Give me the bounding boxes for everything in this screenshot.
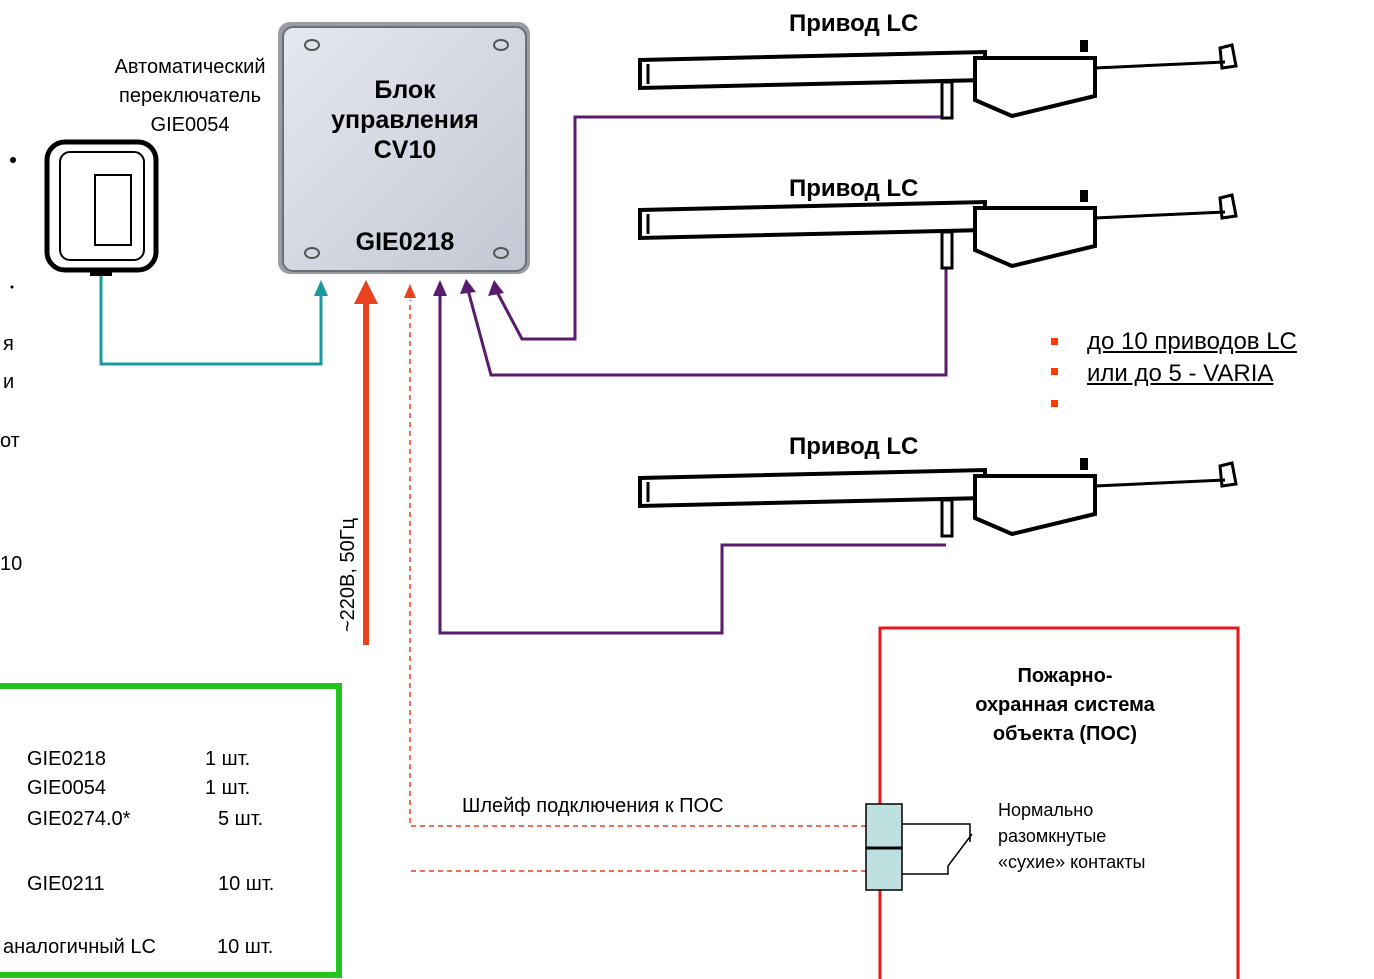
actuator-label-3: Привод LC bbox=[789, 433, 919, 460]
actuator-wire-arrows bbox=[433, 279, 504, 296]
contacts-label: Нормально разомкнутые «сухие» контакты bbox=[998, 797, 1145, 875]
control-unit-box bbox=[278, 22, 530, 274]
left-fragment-2: и bbox=[3, 371, 15, 393]
spec-code-2: GIE0054 bbox=[27, 777, 106, 799]
spec-qty-5: 10 шт. bbox=[217, 936, 274, 958]
spec-code-4: GIE0211 bbox=[27, 873, 105, 895]
spec-frame bbox=[0, 683, 342, 978]
actuator-icon-3 bbox=[638, 458, 1238, 538]
note-line1: до 10 приводов LC bbox=[1087, 328, 1297, 355]
actuator-icon-1 bbox=[638, 40, 1238, 120]
control-unit-line2: управления bbox=[331, 106, 479, 134]
left-fragment-1: я bbox=[3, 333, 14, 355]
left-fragment-3: от bbox=[0, 430, 20, 452]
fire-system-line3: объекта (ПОС) bbox=[992, 723, 1138, 745]
spec-qty-4: 10 шт. bbox=[218, 873, 275, 895]
actuator-icon-2 bbox=[638, 190, 1238, 270]
spec-code-5: аналогичный LC bbox=[3, 936, 156, 958]
alarm-loop-wire bbox=[404, 284, 866, 872]
switch-label-line3: GIE0054 bbox=[150, 114, 230, 136]
spec-qty-2: 1 шт. bbox=[205, 777, 251, 799]
actuator-wires bbox=[438, 115, 948, 635]
power-label: ~220В, 50Гц bbox=[337, 517, 359, 632]
left-dot-small bbox=[10, 285, 14, 289]
left-fragment-4: 10 bbox=[0, 553, 23, 575]
switch-wire bbox=[99, 276, 328, 366]
spec-qty-1: 1 шт. bbox=[205, 748, 251, 770]
left-dot bbox=[10, 157, 16, 163]
switch-label-line2: переключатель bbox=[119, 85, 261, 107]
alarm-loop-label: Шлейф подключения к ПОС bbox=[462, 795, 724, 817]
spec-qty-3: 5 шт. bbox=[218, 808, 264, 830]
actuator-label-1: Привод LC bbox=[789, 10, 919, 37]
control-unit-line3: CV10 bbox=[373, 136, 437, 164]
relay-contacts bbox=[865, 803, 973, 891]
fire-system-title: Пожарно- охранная система объекта (ПОС) bbox=[920, 662, 1210, 749]
note-line2: или до 5 - VARIA bbox=[1087, 360, 1274, 387]
spec-code-1: GIE0218 bbox=[27, 748, 106, 770]
control-unit-code: GIE0218 bbox=[355, 228, 455, 256]
actuator-label-2: Привод LC bbox=[789, 175, 919, 202]
control-unit-line1: Блок bbox=[374, 76, 436, 104]
contacts-line3: «сухие» контакты bbox=[998, 852, 1146, 872]
contacts-line2: разомкнутые bbox=[998, 826, 1107, 846]
switch-device-icon bbox=[44, 139, 159, 276]
fire-system-line2: охранная система bbox=[975, 694, 1155, 716]
power-wire bbox=[354, 280, 378, 645]
control-unit-label: Блок управления CV10 bbox=[285, 75, 525, 165]
spec-code-3: GIE0274.0* bbox=[27, 808, 131, 830]
note-bullets bbox=[1051, 338, 1058, 407]
contacts-line1: Нормально bbox=[998, 800, 1094, 820]
switch-label-line1: Автоматический bbox=[114, 56, 266, 78]
fire-system-line1: Пожарно- bbox=[1017, 665, 1113, 687]
